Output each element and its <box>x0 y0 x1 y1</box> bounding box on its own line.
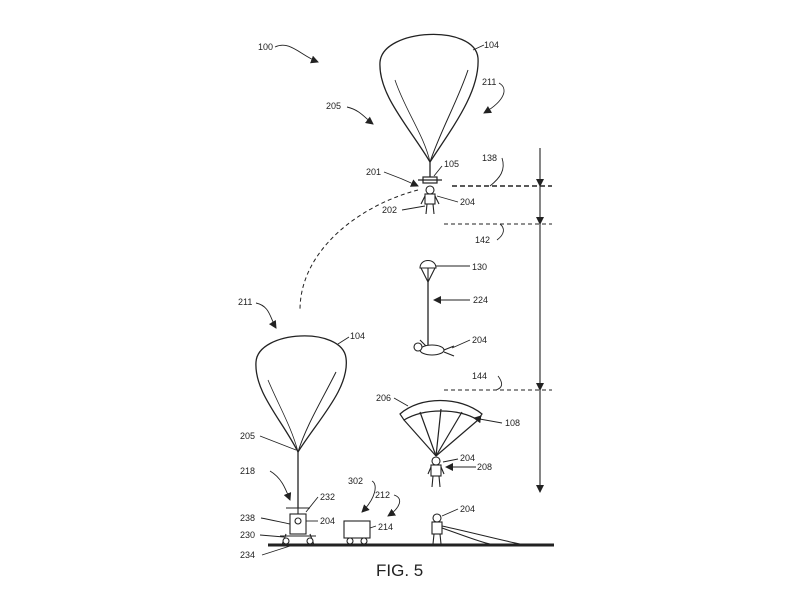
launch-gondola <box>280 507 316 546</box>
label-204-ground: 204 <box>460 504 475 514</box>
label-234: 234 <box>240 550 255 560</box>
label-206: 206 <box>376 393 391 403</box>
label-204-canopy: 204 <box>460 453 475 463</box>
person-canopy <box>427 456 445 488</box>
label-214: 214 <box>378 522 393 532</box>
label-204-gondola: 204 <box>320 516 335 526</box>
label-211-top: 211 <box>482 77 496 87</box>
reference-labels: 100 104 205 211 201 105 202 204 138 142 … <box>238 40 520 560</box>
figure-caption: FIG. 5 <box>376 561 423 580</box>
balloon-top <box>379 33 479 178</box>
label-218: 218 <box>240 466 255 476</box>
label-230: 230 <box>240 530 255 540</box>
label-130: 130 <box>472 262 487 272</box>
label-201: 201 <box>366 167 381 177</box>
label-144: 144 <box>472 371 487 381</box>
label-238: 238 <box>240 513 255 523</box>
label-224: 224 <box>473 295 488 305</box>
drogue-chute <box>419 259 437 283</box>
label-138: 138 <box>482 153 497 163</box>
label-108: 108 <box>505 418 520 428</box>
person-freefall <box>413 339 455 357</box>
person-ground <box>431 513 521 545</box>
leader-lines <box>255 44 505 556</box>
label-212: 212 <box>375 490 390 500</box>
label-232: 232 <box>320 492 335 502</box>
ground-vehicle <box>343 520 371 545</box>
label-142: 142 <box>475 235 490 245</box>
label-100: 100 <box>258 42 273 52</box>
label-211-left: 211 <box>238 297 252 307</box>
label-104-left: 104 <box>350 331 365 341</box>
label-202: 202 <box>382 205 397 215</box>
label-104-top: 104 <box>484 40 499 50</box>
label-205-top: 205 <box>326 101 341 111</box>
balloon-left <box>255 335 347 508</box>
label-302: 302 <box>348 476 363 486</box>
person-top <box>420 185 440 215</box>
label-208: 208 <box>477 462 492 472</box>
return-path-arc <box>299 189 419 311</box>
label-204-top: 204 <box>460 197 475 207</box>
gondola-top <box>418 176 442 184</box>
main-canopy <box>399 399 483 457</box>
label-204-freefall: 204 <box>472 335 487 345</box>
label-205-left: 205 <box>240 431 255 441</box>
label-105: 105 <box>444 159 459 169</box>
